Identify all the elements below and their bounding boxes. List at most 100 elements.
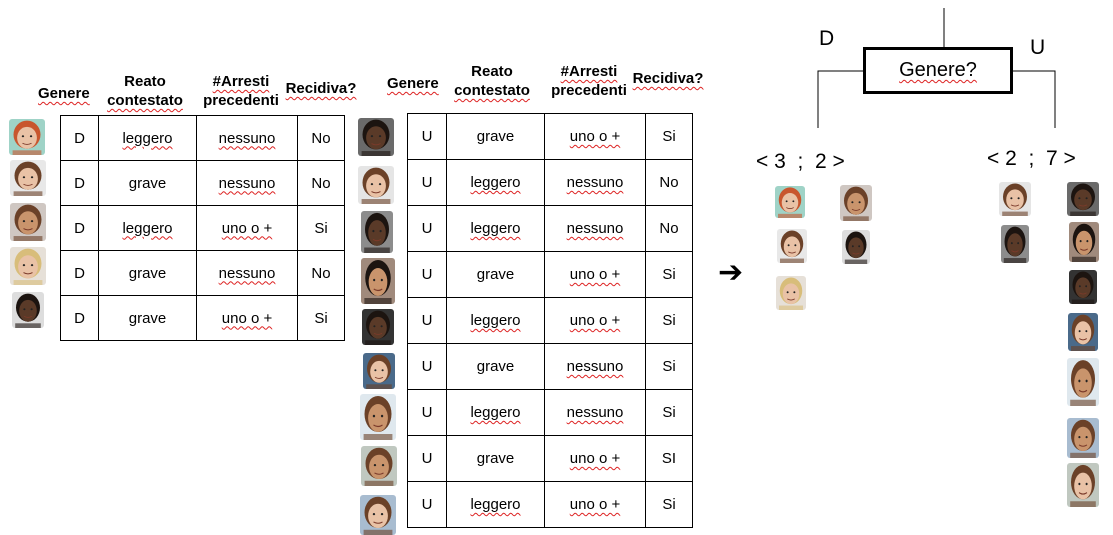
face-photo-icon [10,247,46,285]
header-genere-u: Genere [387,75,439,92]
face-photo-icon [361,446,397,486]
cell-genere: D [60,250,99,296]
face-photo-icon [361,258,395,304]
face-photo-icon [361,211,393,253]
face-photo-icon [842,230,870,264]
cell-reato: leggero [446,481,545,528]
cell-recidiva: Si [645,251,693,298]
cell-arresti: uno o + [544,481,646,528]
cell-recidiva: Si [297,295,345,341]
edge-label-u: U [1030,36,1046,59]
face-photo-icon [362,309,394,345]
cell-genere: U [407,251,447,298]
edge-label-d: D [819,27,835,50]
cell-genere: U [407,159,447,206]
face-photo-icon [1067,418,1099,458]
cell-recidiva: Si [645,389,693,436]
count-right: < 2 ; 7 > [987,147,1076,170]
face-photo-icon [358,166,394,204]
face-photo-icon [1067,182,1099,216]
face-photo-icon [776,276,806,310]
face-photo-icon [10,160,46,196]
face-photo-icon [999,182,1031,216]
cell-arresti: uno o + [544,113,646,160]
cell-arresti: uno o + [196,295,298,341]
header-recidiva-u: Recidiva? [632,70,704,87]
cell-genere: U [407,343,447,390]
cell-arresti: uno o + [544,435,646,482]
face-photo-icon [1068,313,1098,351]
cell-genere: U [407,481,447,528]
face-photo-icon [777,229,807,263]
cell-arresti: nessuno [196,250,298,296]
cell-recidiva: No [297,115,345,161]
cell-reato: grave [446,251,545,298]
header-recidiva-d: Recidiva? [285,80,357,97]
tree-root-label: Genere? [899,59,977,81]
tree-root-node: Genere? [863,47,1013,94]
cell-arresti: nessuno [196,115,298,161]
face-photo-icon [1001,225,1029,263]
cell-arresti: uno o + [544,251,646,298]
cell-recidiva: Si [645,297,693,344]
arrow-icon: ➔ [718,256,744,289]
cell-genere: D [60,295,99,341]
face-photo-icon [12,292,44,328]
cell-reato: leggero [446,389,545,436]
cell-recidiva: SI [645,435,693,482]
face-photo-icon [363,353,395,389]
header-reato-d: Reato contestato [107,73,183,109]
header-arresti-d: #Arresti precedenti [203,73,279,109]
cell-recidiva: No [645,205,693,252]
face-photo-icon [1069,270,1097,304]
cell-genere: U [407,435,447,482]
face-photo-icon [1067,358,1099,406]
cell-arresti: uno o + [196,205,298,251]
cell-recidiva: Si [645,481,693,528]
face-photo-icon [1069,222,1099,262]
cell-reato: grave [446,343,545,390]
face-photo-icon [775,186,805,218]
header-genere-d: Genere [38,85,90,102]
cell-arresti: uno o + [544,297,646,344]
cell-recidiva: No [297,160,345,206]
cell-recidiva: No [297,250,345,296]
cell-arresti: nessuno [196,160,298,206]
header-arresti-u: #Arresti precedenti [551,63,627,99]
cell-reato: leggero [98,115,197,161]
face-photo-icon [360,394,396,440]
cell-genere: D [60,115,99,161]
face-photo-icon [360,495,396,535]
cell-recidiva: No [645,159,693,206]
cell-arresti: nessuno [544,343,646,390]
cell-recidiva: Si [297,205,345,251]
header-reato-u: Reato contestato [454,63,530,99]
cell-recidiva: Si [645,113,693,160]
count-left: < 3 ; 2 > [756,150,845,173]
cell-arresti: nessuno [544,159,646,206]
face-photo-icon [1067,463,1099,507]
cell-reato: leggero [446,297,545,344]
face-photo-icon [10,203,46,241]
face-photo-icon [840,185,872,221]
face-photo-icon [358,118,394,156]
cell-reato: leggero [98,205,197,251]
cell-genere: U [407,205,447,252]
cell-reato: grave [98,295,197,341]
cell-recidiva: Si [645,343,693,390]
face-photo-icon [9,119,45,155]
